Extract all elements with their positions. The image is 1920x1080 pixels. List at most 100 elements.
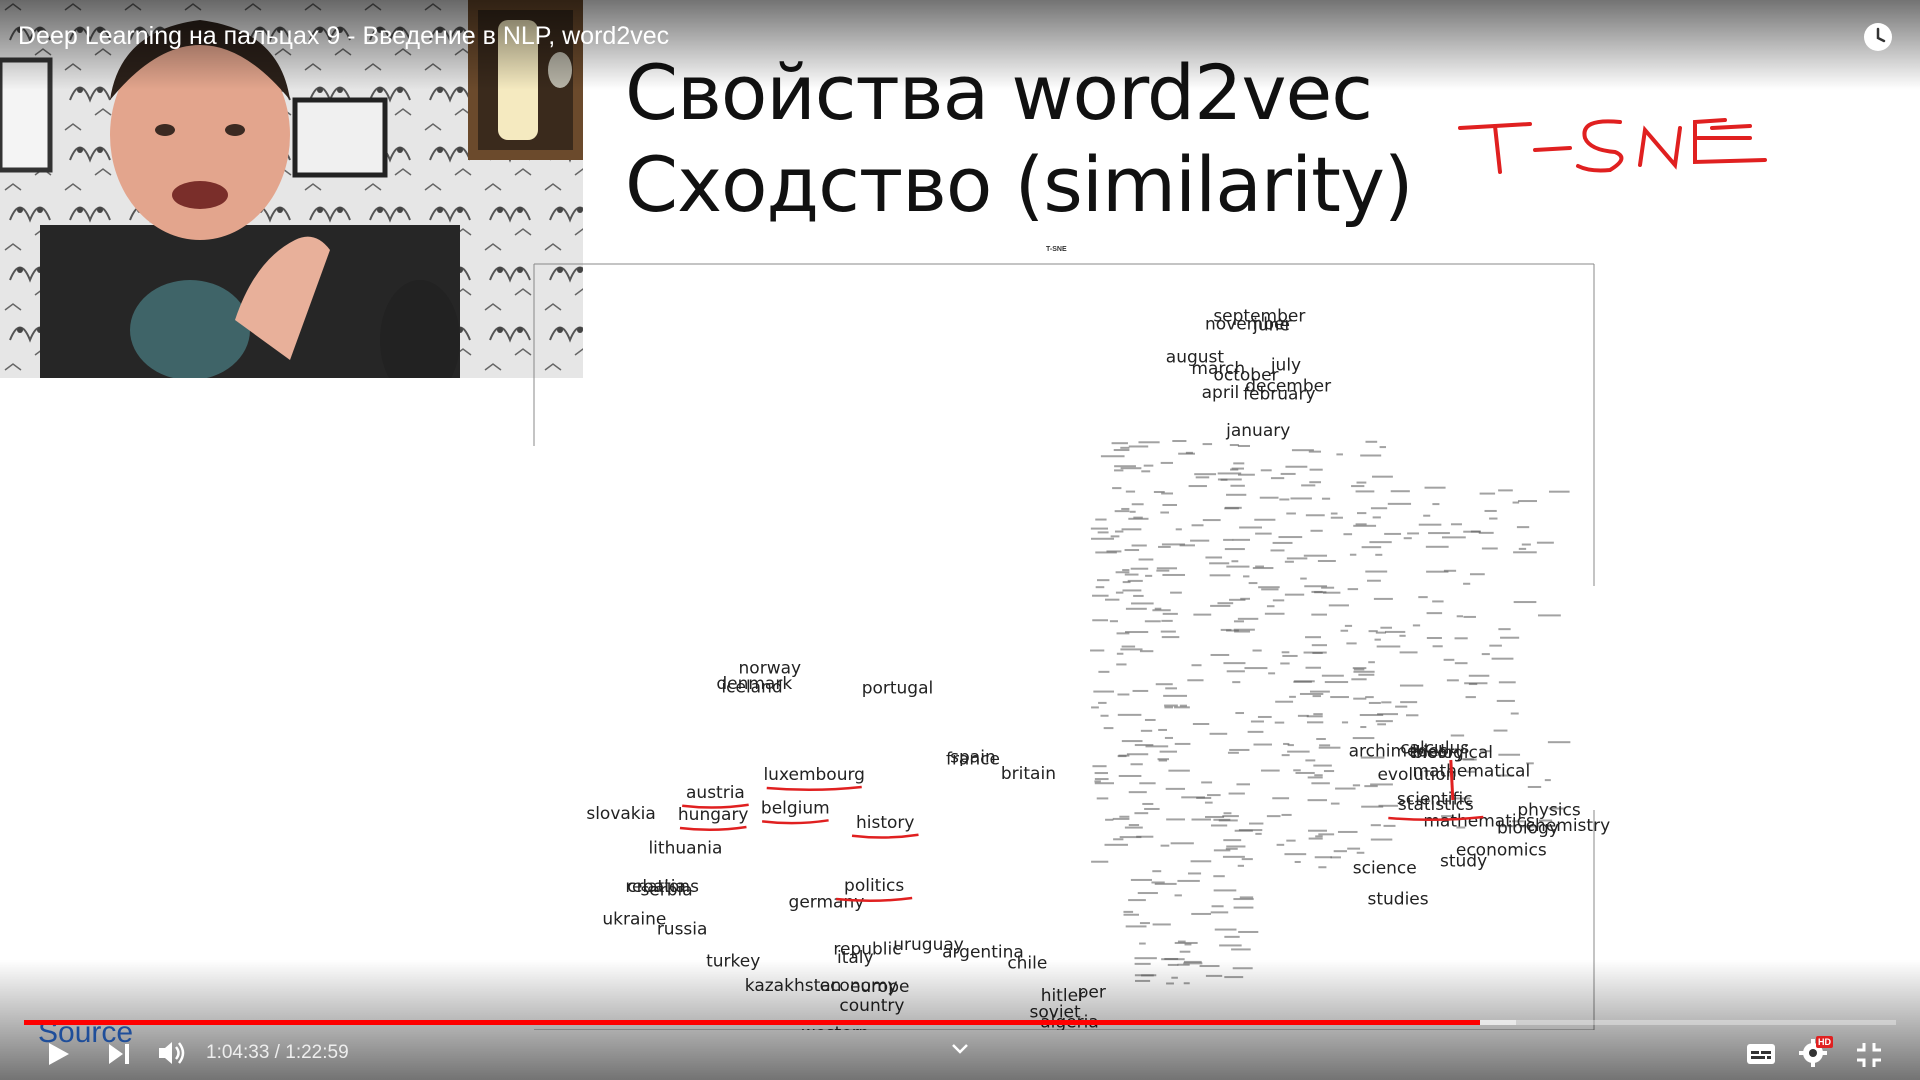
cluster-word-mark: [1297, 714, 1309, 717]
cluster-word-mark: [1293, 680, 1312, 683]
cluster-word-mark: [1359, 714, 1384, 717]
cluster-word-mark: [1202, 443, 1213, 446]
cluster-word-mark: [1498, 628, 1511, 631]
cluster-word-mark: [1403, 537, 1412, 540]
settings-button[interactable]: HD: [1798, 1036, 1838, 1068]
cluster-word-mark: [1537, 614, 1561, 617]
play-icon[interactable]: [44, 1040, 72, 1068]
cluster-word-mark: [1222, 855, 1245, 858]
cluster-word-mark: [1500, 636, 1520, 639]
cluster-word-mark: [1095, 518, 1107, 521]
cluster-word-mark: [1144, 718, 1156, 721]
cluster-word-mark: [1232, 681, 1241, 684]
red-underline: [766, 785, 862, 792]
cluster-word-mark: [1121, 740, 1143, 743]
cluster-word-mark: [1111, 442, 1128, 445]
cluster-word-mark: [1258, 586, 1280, 589]
cluster-word-mark: [1454, 637, 1468, 640]
cluster-word-mark: [1205, 815, 1225, 818]
red-underline: [1388, 815, 1484, 821]
cluster-word-mark: [1351, 485, 1365, 488]
cluster-word-mark: [1210, 911, 1229, 914]
cluster-word-mark: [1330, 802, 1340, 805]
cluster-word-mark: [1194, 473, 1217, 476]
cluster-word-mark: [1114, 469, 1124, 472]
cluster-word-mark: [1330, 516, 1343, 519]
fullscreen-exit-icon[interactable]: [1855, 1041, 1883, 1069]
cluster-word-mark: [1284, 853, 1307, 856]
cluster-word-mark: [1283, 742, 1290, 745]
cluster-word-mark: [1270, 477, 1285, 480]
next-icon[interactable]: [106, 1042, 132, 1066]
cluster-word-mark: [1163, 694, 1188, 697]
progress-played: [24, 1020, 1481, 1025]
cluster-word-mark: [1450, 523, 1462, 526]
cluster-word-mark: [1126, 753, 1149, 756]
cluster-word-mark: [1390, 490, 1410, 493]
cluster-word-mark: [1090, 537, 1115, 540]
cluster-word-mark: [1368, 630, 1378, 633]
cluster-word-mark: [1306, 715, 1323, 718]
cluster-word-mark: [1300, 577, 1307, 580]
cluster-word-mark: [1223, 662, 1246, 665]
cluster-word-mark: [1281, 754, 1290, 757]
clock-icon[interactable]: [1863, 22, 1893, 52]
cluster-word-mark: [1360, 454, 1382, 457]
cluster-word-mark: [1290, 497, 1312, 500]
cluster-word-mark: [1240, 597, 1250, 600]
cluster-word-mark: [1229, 598, 1246, 601]
cluster-word-mark: [1217, 478, 1242, 481]
cluster-word-mark: [1544, 779, 1551, 782]
cluster-word-mark: [1311, 613, 1328, 616]
cluster-word-mark: [1518, 547, 1527, 550]
cluster-word-mark: [1106, 550, 1122, 553]
progress-bar[interactable]: [24, 1020, 1896, 1025]
cluster-word-mark: [1190, 539, 1210, 542]
cluster-word-mark: [1268, 672, 1276, 675]
cluster-word-mark: [1337, 830, 1358, 833]
cluster-word-mark: [1151, 881, 1165, 884]
cluster-word-mark: [1234, 630, 1251, 633]
cluster-word-mark: [1162, 612, 1178, 615]
cluster-word-mark: [1239, 896, 1254, 899]
subtitles-icon[interactable]: [1746, 1042, 1776, 1066]
cluster-word-mark: [1287, 750, 1310, 753]
word-label: germany: [789, 893, 865, 913]
cluster-word-mark: [1266, 605, 1275, 608]
cluster-word-mark: [1468, 674, 1490, 677]
cluster-word-mark: [1312, 695, 1321, 698]
cluster-word-mark: [1233, 620, 1245, 623]
word-label: ukraine: [602, 909, 666, 929]
cluster-word-mark: [1130, 567, 1149, 570]
cluster-word-mark: [1384, 532, 1402, 535]
cluster-word-mark: [1248, 582, 1258, 585]
volume-icon[interactable]: [156, 1038, 188, 1068]
cluster-word-mark: [1365, 570, 1388, 573]
cluster-word-mark: [1226, 493, 1247, 496]
cluster-word-mark: [1165, 787, 1186, 790]
cluster-word-mark: [1224, 935, 1240, 938]
cluster-word-mark: [1160, 630, 1176, 633]
cluster-word-mark: [1343, 533, 1353, 536]
cluster-word-mark: [1370, 507, 1388, 510]
cluster-word-mark: [1098, 670, 1110, 673]
cluster-word-mark: [1387, 502, 1412, 505]
cluster-word-mark: [1134, 744, 1154, 747]
video-title[interactable]: Deep Learning на пальцах 9 - Введение в …: [18, 22, 670, 50]
cluster-word-mark: [1184, 943, 1192, 946]
cluster-word-mark: [1170, 842, 1194, 845]
cluster-word-mark: [1318, 866, 1327, 869]
word-label: biology: [1497, 818, 1559, 838]
cluster-word-mark: [1230, 484, 1245, 487]
cluster-word-mark: [1521, 543, 1531, 546]
cluster-word-mark: [1313, 713, 1323, 716]
cluster-word-mark: [1446, 679, 1459, 682]
chevron-down-icon[interactable]: [950, 1042, 970, 1056]
red-underline: [679, 825, 747, 832]
cluster-word-mark: [1139, 782, 1156, 785]
cluster-word-mark: [1119, 836, 1142, 839]
cluster-word-mark: [1526, 762, 1534, 765]
cluster-word-mark: [1128, 517, 1149, 520]
cluster-word-mark: [1172, 440, 1187, 443]
